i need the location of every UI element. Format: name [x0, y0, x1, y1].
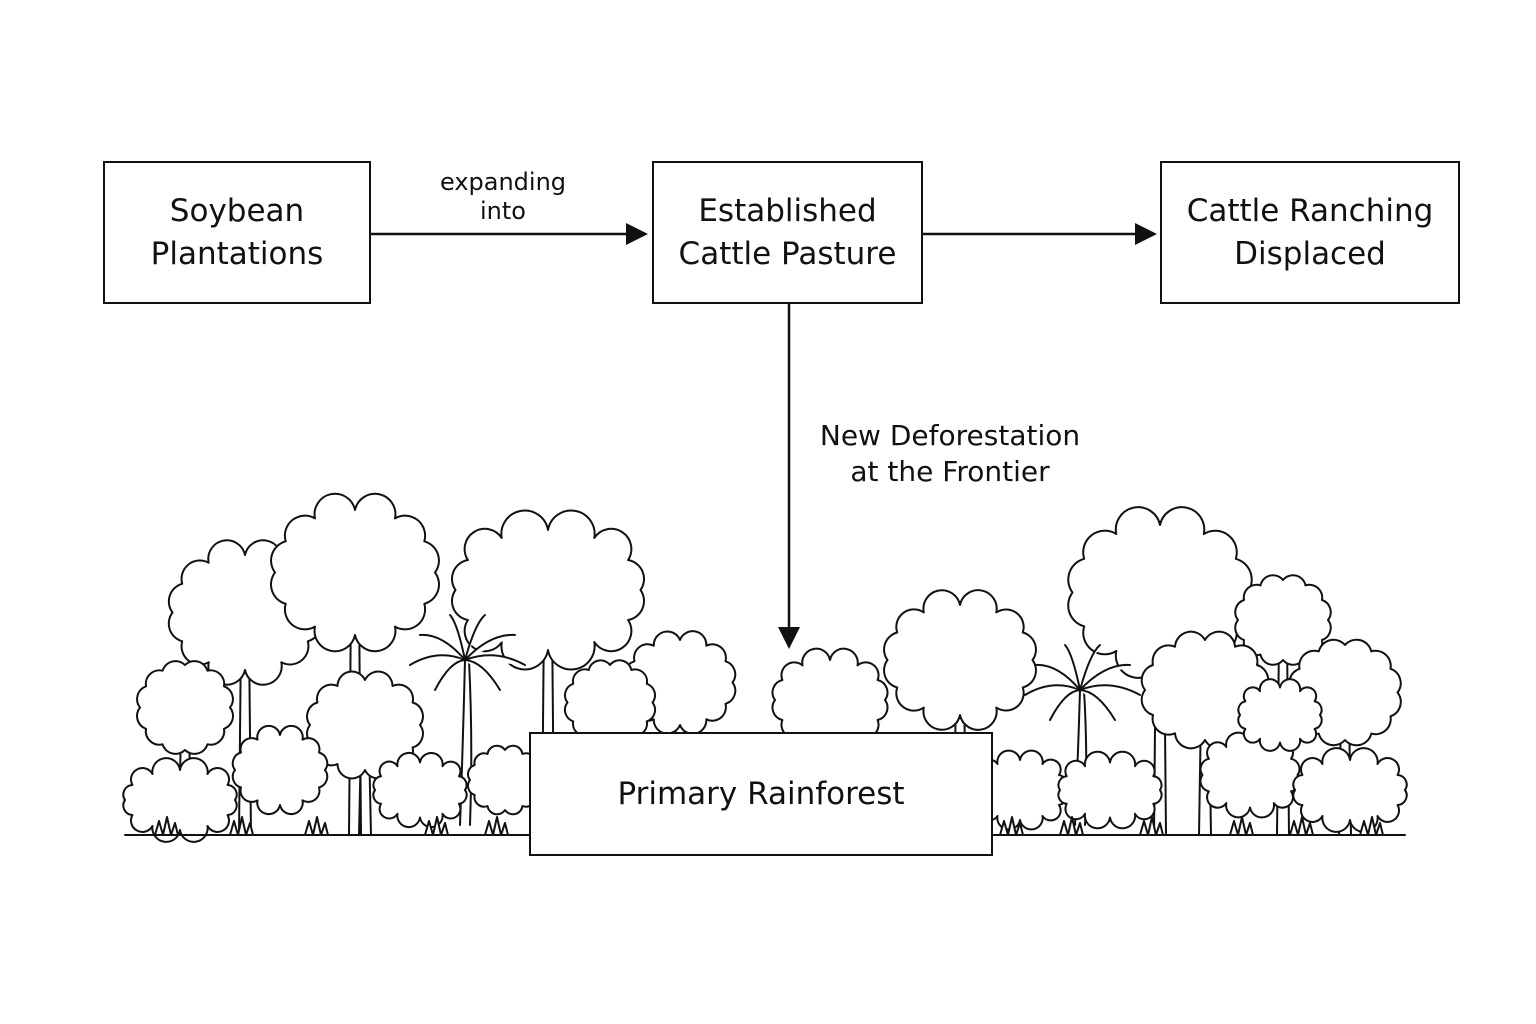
- palm-frond: [464, 633, 516, 661]
- bush: [1057, 750, 1163, 830]
- palm-frond: [1024, 684, 1081, 696]
- node-soybean-line-2: Plantations: [150, 235, 324, 272]
- node-cattle-ranching-displaced: Cattle Ranching Displaced: [1160, 161, 1460, 304]
- palm-frond: [1079, 663, 1131, 691]
- edge-label-new-deforestation: New Deforestation at the Frontier: [800, 418, 1100, 490]
- grass-tuft: [1139, 816, 1164, 836]
- palm-frond: [464, 614, 486, 661]
- bush: [1292, 747, 1408, 833]
- node-displaced-line-1: Cattle Ranching: [1186, 192, 1434, 229]
- node-pasture-line-2: Cattle Pasture: [678, 235, 897, 272]
- bush: [1237, 678, 1323, 752]
- edge-label-expanding-line-1: expanding: [439, 168, 567, 196]
- node-rainforest-line-1: Primary Rainforest: [617, 775, 905, 812]
- bush: [122, 757, 238, 843]
- grass-tuft: [304, 816, 329, 836]
- grass-tuft: [1229, 816, 1254, 836]
- tree-canopy: [451, 509, 645, 671]
- grass-tuft: [999, 816, 1024, 836]
- tree-canopy: [883, 589, 1037, 731]
- tree-canopy: [136, 660, 234, 755]
- arrowhead-pasture-to-rainforest: [778, 627, 800, 649]
- edge-label-frontier-line-2: at the Frontier: [850, 455, 1050, 488]
- arrowhead-soybean-to-pasture: [626, 223, 648, 245]
- node-pasture-line-1: Established: [698, 192, 877, 229]
- palm-frond: [464, 654, 526, 666]
- arrowhead-pasture-to-displaced: [1135, 223, 1157, 245]
- bush: [467, 744, 543, 816]
- node-soybean-plantations: Soybean Plantations: [103, 161, 371, 304]
- grass-tuft: [1289, 816, 1314, 836]
- rainforest-illustration: [122, 492, 1408, 843]
- bush: [372, 751, 468, 829]
- palm-frond: [409, 654, 466, 666]
- grass-tuft: [1059, 816, 1084, 836]
- palm-frond: [1079, 689, 1116, 721]
- palm-frond: [1064, 644, 1081, 691]
- palm-frond: [434, 659, 466, 691]
- grass-tuft: [424, 816, 449, 836]
- grass-tuft: [1359, 816, 1384, 836]
- node-soybean-line-1: Soybean: [169, 192, 305, 229]
- palm-frond: [1034, 663, 1081, 691]
- grass-tuft: [154, 816, 179, 836]
- palm-frond: [464, 659, 501, 691]
- tree-canopy: [270, 492, 440, 653]
- grass-tuft: [229, 816, 254, 836]
- palm-frond: [449, 614, 466, 661]
- palm-frond: [419, 633, 466, 661]
- node-displaced-line-2: Displaced: [1234, 235, 1386, 272]
- edge-label-expanding-into: expanding into: [418, 168, 588, 226]
- palm-frond: [1049, 689, 1081, 721]
- node-established-cattle-pasture: Established Cattle Pasture: [652, 161, 923, 304]
- edge-label-frontier-line-1: New Deforestation: [819, 419, 1081, 452]
- grass-tuft: [484, 816, 509, 836]
- palm-frond: [1079, 684, 1141, 696]
- bush: [231, 724, 329, 816]
- edge-label-expanding-line-2: into: [480, 197, 526, 225]
- palm-frond: [1079, 644, 1101, 691]
- node-primary-rainforest: Primary Rainforest: [529, 732, 993, 856]
